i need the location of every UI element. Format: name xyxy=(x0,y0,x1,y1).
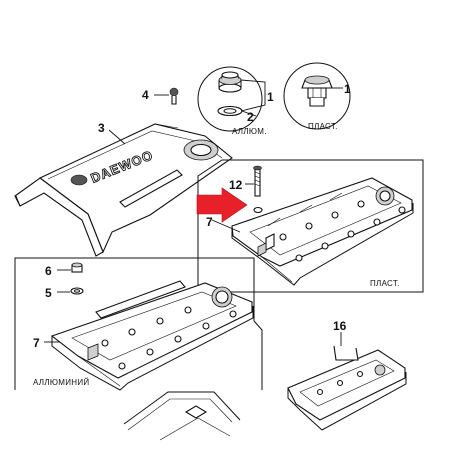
engine-cover-daewoo: DAEWOO xyxy=(14,123,233,257)
aluminium-cover-frame xyxy=(14,257,263,390)
caption-alum: АЛЛЮМ. xyxy=(232,127,267,136)
callout-7-top: 7 xyxy=(206,215,213,229)
oil-cap-plastic-frame xyxy=(283,62,351,130)
callout-3: 3 xyxy=(98,121,105,135)
valve-cover-gasket-part16 xyxy=(287,345,407,431)
caption-aluminium: АЛЛЮМИНИЙ xyxy=(33,378,90,387)
valve-cover-aluminium xyxy=(50,280,254,391)
oil-filler-cap-plastic xyxy=(301,75,333,107)
callout-1-alu: 1 xyxy=(267,90,274,104)
callout-16: 16 xyxy=(333,319,347,333)
callout-7-bottom: 7 xyxy=(33,336,40,350)
oil-cap-aluminium-frame xyxy=(197,66,263,132)
callout-2-alu: 2 xyxy=(247,110,254,124)
cover-fragment-bottom xyxy=(123,391,241,441)
plastic-cover-frame xyxy=(197,159,424,293)
sealing-washer xyxy=(253,206,263,214)
oil-cap-gasket-aluminium xyxy=(217,105,243,117)
leader-7-top xyxy=(211,219,241,233)
oil-cap-aluminium-group: 1 2 АЛЛЮМ. xyxy=(197,66,274,136)
cover-rib xyxy=(119,169,183,208)
valve-cover-plastic xyxy=(231,177,414,286)
caption-plast-cover: ПЛАСТ. xyxy=(370,279,400,288)
bolt-bosses-aluminium xyxy=(101,306,237,370)
daewoo-emblem xyxy=(70,174,88,186)
leader-2-alu xyxy=(241,110,257,117)
caption-plast-cap: ПЛАСТ. xyxy=(308,122,338,131)
cover-bolt-part4 xyxy=(169,87,179,105)
leader-3 xyxy=(108,129,126,145)
highlight-arrow xyxy=(196,187,248,223)
nut-part6 xyxy=(71,262,83,273)
callout-1-plast: 1 xyxy=(344,82,351,96)
callout-4: 4 xyxy=(142,88,149,102)
oil-filler-cap-aluminium xyxy=(218,71,242,93)
stud-bolt-part12 xyxy=(253,165,263,214)
oil-cap-plastic-group: 1 ПЛАСТ. xyxy=(283,62,351,131)
leader-1-alu xyxy=(240,79,266,112)
callout-5: 5 xyxy=(45,286,52,300)
callout-6: 6 xyxy=(45,264,52,278)
washer-part5 xyxy=(70,287,84,295)
bolt-bosses-plastic xyxy=(279,200,406,262)
callout-12: 12 xyxy=(229,178,243,192)
